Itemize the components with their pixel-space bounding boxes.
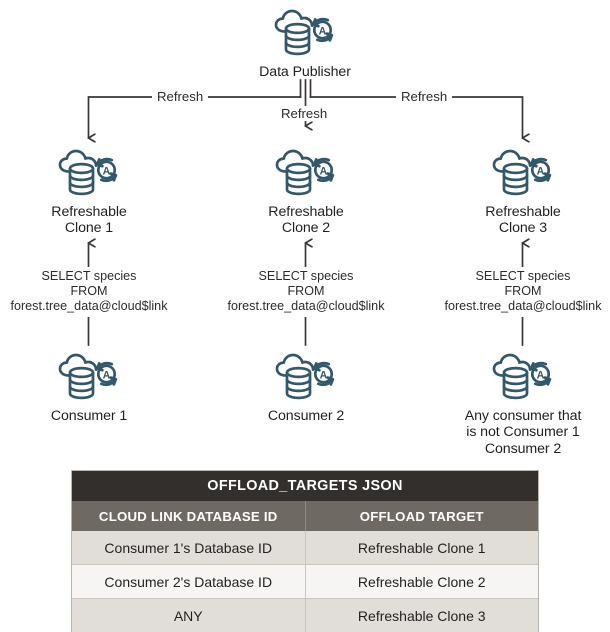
query-label-2: SELECT species FROM forest.tree_data@clo… xyxy=(206,267,406,317)
cell-offload-target: Refreshable Clone 1 xyxy=(305,531,538,565)
node-label: Consumer 1 xyxy=(0,404,179,424)
cloud-database-autorefresh-icon: A xyxy=(216,148,396,200)
node-refreshable-clone-2: A Refreshable Clone 2 xyxy=(216,148,396,237)
node-label: Refreshable Clone 3 xyxy=(433,200,610,237)
cell-offload-target: Refreshable Clone 2 xyxy=(305,565,538,599)
offload-targets-table: OFFLOAD_TARGETS JSON CLOUD LINK DATABASE… xyxy=(72,471,538,632)
node-label: Consumer 2 xyxy=(216,404,396,424)
node-consumer-1: A Consumer 1 xyxy=(0,352,179,424)
node-consumer-2: A Consumer 2 xyxy=(216,352,396,424)
cloud-database-autorefresh-icon: A xyxy=(216,352,396,404)
svg-text:A: A xyxy=(320,165,328,177)
svg-text:A: A xyxy=(537,165,545,177)
svg-text:A: A xyxy=(103,369,111,381)
svg-text:A: A xyxy=(103,165,111,177)
cell-database-id: ANY xyxy=(72,599,305,632)
node-data-publisher: A Data Publisher xyxy=(215,8,395,80)
node-refreshable-clone-3: A Refreshable Clone 3 xyxy=(433,148,610,237)
column-header-offload-target: OFFLOAD TARGET xyxy=(305,501,538,531)
cell-database-id: Consumer 1's Database ID xyxy=(72,531,305,565)
query-label-3: SELECT species FROM forest.tree_data@clo… xyxy=(423,267,610,317)
cloud-database-autorefresh-icon: A xyxy=(0,352,179,404)
table-row: ANY Refreshable Clone 3 xyxy=(72,599,538,632)
table-header-row: CLOUD LINK DATABASE ID OFFLOAD TARGET xyxy=(72,501,538,531)
table-row: Consumer 2's Database ID Refreshable Clo… xyxy=(72,565,538,599)
cell-offload-target: Refreshable Clone 3 xyxy=(305,599,538,632)
cloud-database-autorefresh-icon: A xyxy=(215,8,395,60)
table-title: OFFLOAD_TARGETS JSON xyxy=(72,471,538,501)
table-title-row: OFFLOAD_TARGETS JSON xyxy=(72,471,538,501)
svg-text:A: A xyxy=(537,369,545,381)
cell-database-id: Consumer 2's Database ID xyxy=(72,565,305,599)
node-refreshable-clone-1: A Refreshable Clone 1 xyxy=(0,148,179,237)
svg-text:A: A xyxy=(319,25,327,37)
edge-label-refresh-center: Refresh xyxy=(276,106,332,121)
node-label: Refreshable Clone 2 xyxy=(216,200,396,237)
column-header-cloud-link-database-id: CLOUD LINK DATABASE ID xyxy=(72,501,305,531)
cloud-database-autorefresh-icon: A xyxy=(0,148,179,200)
node-label: Refreshable Clone 1 xyxy=(0,200,179,237)
cloud-database-autorefresh-icon: A xyxy=(433,148,610,200)
node-label: Any consumer that is not Consumer 1 Cons… xyxy=(433,404,610,457)
query-label-1: SELECT species FROM forest.tree_data@clo… xyxy=(0,267,189,317)
cloud-database-autorefresh-icon: A xyxy=(433,352,610,404)
edge-label-refresh-left: Refresh xyxy=(152,89,208,104)
svg-text:A: A xyxy=(320,369,328,381)
node-consumer-3: A Any consumer that is not Consumer 1 Co… xyxy=(433,352,610,457)
node-label: Data Publisher xyxy=(215,60,395,80)
table-row: Consumer 1's Database ID Refreshable Clo… xyxy=(72,531,538,565)
edge-label-refresh-right: Refresh xyxy=(396,89,452,104)
